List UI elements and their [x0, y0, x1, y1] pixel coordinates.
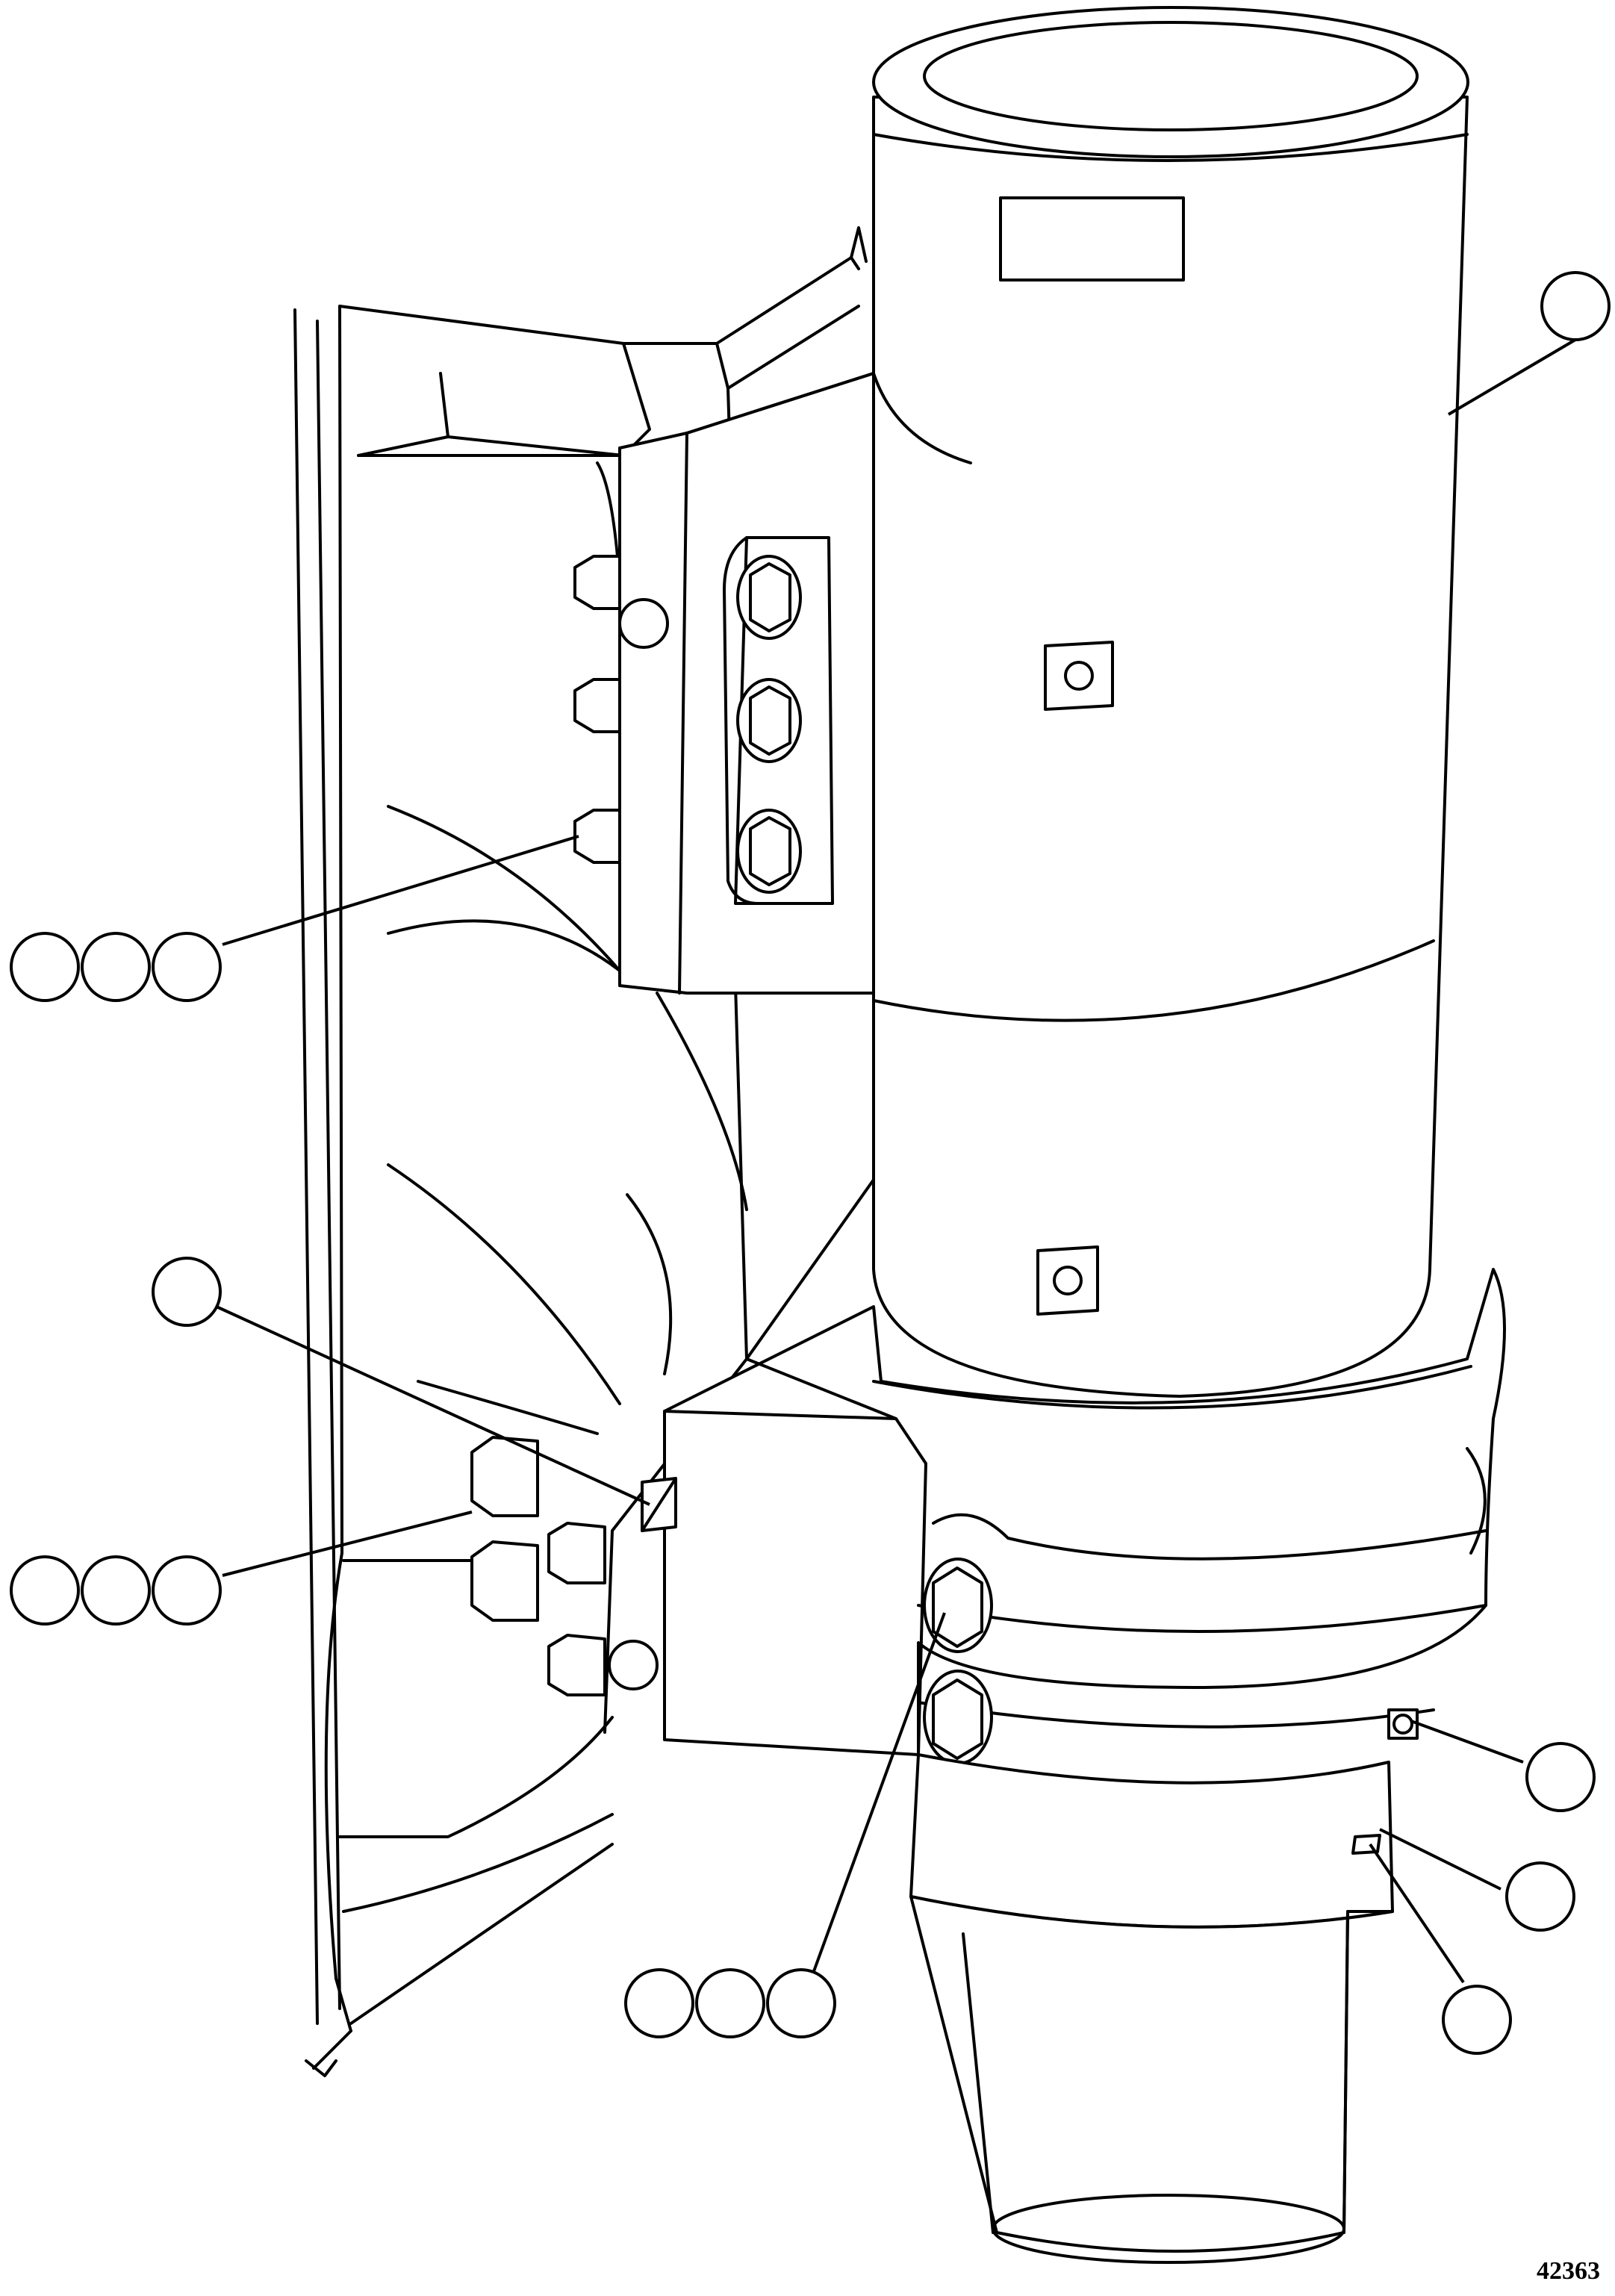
leader-square-plug [216, 1305, 650, 1506]
stud-bolt [573, 678, 621, 733]
callout-bubble[interactable] [152, 932, 222, 1002]
lower-clamp-bolts [923, 1558, 993, 1765]
stud-bolt [573, 809, 621, 864]
hex-bolt [736, 809, 802, 894]
leader-lower-center-bolts [812, 1612, 946, 1972]
callout-group-right-screw[interactable] [1525, 1742, 1596, 1812]
callout-bubble[interactable] [152, 1257, 222, 1327]
callout-group-lower-left-bolts[interactable] [10, 1555, 222, 1625]
square-plug [641, 1477, 677, 1532]
cylinder-nose [909, 1708, 1419, 2264]
name-plate [999, 196, 1185, 281]
callout-bubble[interactable] [695, 1968, 765, 2038]
stud-bolt [573, 555, 621, 610]
callout-group-upper-bolts[interactable] [10, 932, 222, 1002]
leader-lower-left-bolts [222, 1511, 473, 1577]
callout-bubble[interactable] [152, 1555, 222, 1625]
callout-bubble[interactable] [1540, 271, 1611, 341]
hex-bolt [923, 1670, 993, 1765]
hydraulic-cylinder [872, 6, 1469, 1398]
hex-bolt [736, 678, 802, 763]
callout-group-lower-center-bolts[interactable] [624, 1968, 836, 2038]
square-port [1044, 641, 1114, 711]
upper-stud-bolts [573, 555, 669, 864]
callout-leaders [216, 338, 1577, 1984]
mounting-frame [293, 226, 868, 2077]
leader-upper-bolts [222, 835, 579, 946]
hex-bolt [547, 1522, 606, 1584]
leader-cylinder [1447, 338, 1577, 416]
leader-right-edge [1379, 1828, 1502, 1891]
top-flange [872, 6, 1469, 158]
callout-group-cylinder[interactable] [1540, 271, 1611, 341]
callout-bubble[interactable] [1442, 1985, 1512, 2055]
top-flange-face [923, 21, 1419, 131]
callout-bubble[interactable] [1525, 1742, 1596, 1812]
leader-bottom-right [1369, 1843, 1465, 1984]
locating-pin [608, 1640, 659, 1690]
callout-bubble[interactable] [10, 1555, 80, 1625]
hex-bolt [470, 1436, 539, 1517]
leader-right-screw [1410, 1720, 1524, 1764]
lower-clamp [663, 1268, 1506, 1756]
callout-bubble[interactable] [10, 932, 80, 1002]
callout-group-right-edge[interactable] [1505, 1861, 1575, 1932]
hex-bolt [470, 1540, 539, 1622]
upper-clamp-bolts [736, 555, 802, 894]
callout-bubble[interactable] [766, 1968, 836, 2038]
callout-bubble[interactable] [81, 932, 151, 1002]
hex-bolt [923, 1558, 993, 1653]
callout-bubble[interactable] [81, 1555, 151, 1625]
hex-bolt [736, 555, 802, 640]
grease-fitting [1387, 1708, 1419, 1740]
hex-bolt [547, 1634, 606, 1696]
figure-number: 42363 [1537, 2257, 1600, 2285]
callout-group-bottom-right[interactable] [1442, 1985, 1512, 2055]
callout-group-square-plug[interactable] [152, 1257, 222, 1327]
callout-bubble[interactable] [1505, 1861, 1575, 1932]
square-port [1036, 1245, 1099, 1316]
lower-left-bolts [470, 1436, 659, 1696]
callout-bubble[interactable] [624, 1968, 694, 2038]
locating-pin [618, 598, 669, 649]
